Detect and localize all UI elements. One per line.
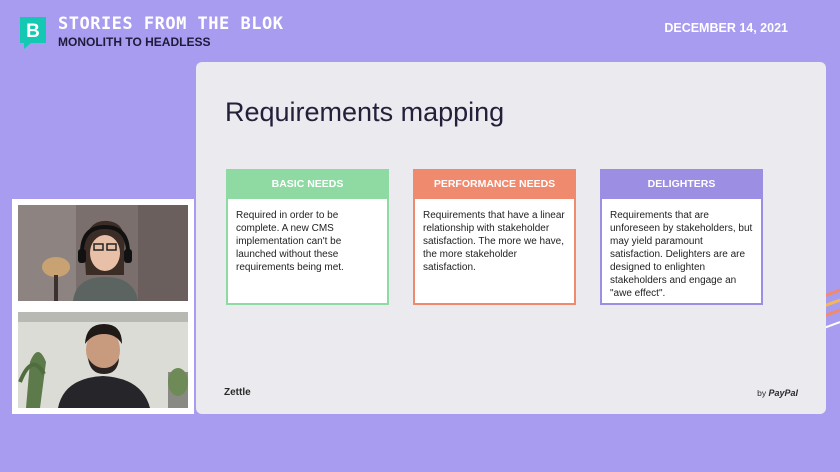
zettle-logo: Zettle bbox=[224, 387, 251, 398]
participant-video-2[interactable] bbox=[12, 306, 194, 414]
event-date: DECEMBER 14, 2021 bbox=[664, 21, 788, 35]
card-body: Requirements that have a linear relation… bbox=[423, 210, 565, 273]
brand-title: STORIES FROM THE BLOK bbox=[58, 14, 284, 34]
brand-subtitle: MONOLITH TO HEADLESS bbox=[58, 35, 211, 49]
by-paypal-logo: by PayPal bbox=[757, 388, 798, 398]
participant-2-image bbox=[18, 312, 188, 408]
card-body: Requirements that are unforeseen by stak… bbox=[610, 210, 753, 299]
paypal-brand: PayPal bbox=[768, 388, 798, 398]
presentation-slide: Requirements mapping BASIC NEEDS Require… bbox=[196, 62, 826, 414]
card-delighters: DELIGHTERS Requirements that are unfores… bbox=[600, 169, 763, 305]
footer-prefix: by bbox=[757, 388, 767, 398]
card-body: Required in order to be complete. A new … bbox=[236, 210, 344, 273]
card-header: DELIGHTERS bbox=[600, 169, 763, 199]
slide-title: Requirements mapping bbox=[225, 97, 505, 127]
participant-1-image bbox=[18, 205, 188, 301]
card-performance-needs: PERFORMANCE NEEDS Requirements that have… bbox=[413, 169, 576, 305]
decorative-lines bbox=[824, 288, 840, 329]
participant-video-1[interactable] bbox=[12, 199, 194, 307]
card-basic-needs: BASIC NEEDS Required in order to be comp… bbox=[226, 169, 389, 305]
card-header: BASIC NEEDS bbox=[226, 169, 389, 199]
storyblok-logo-icon: B bbox=[20, 17, 46, 49]
card-header: PERFORMANCE NEEDS bbox=[413, 169, 576, 199]
logo-letter: B bbox=[26, 21, 40, 42]
